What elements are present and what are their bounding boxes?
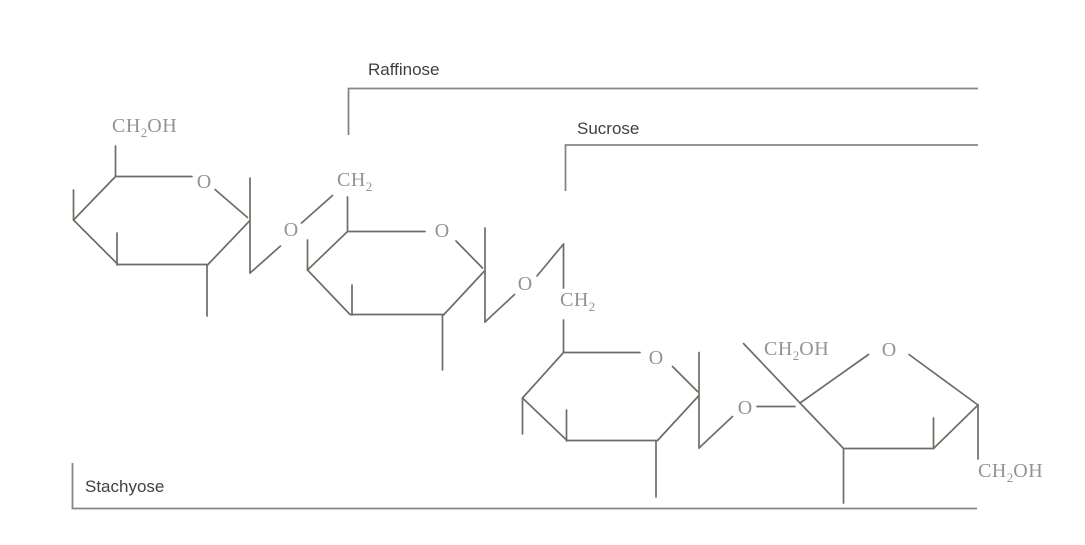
ring1-ch2oh-pre: CH	[112, 115, 141, 137]
linkage2-right-bond	[536, 243, 565, 277]
chain-ch2-label: CH2	[560, 289, 595, 313]
ring3-c3-c4-bond	[521, 397, 568, 442]
ring4-ch2oh-post: OH	[799, 338, 830, 360]
fructose-ring	[742, 342, 979, 504]
ring3-c1-c2-bond	[656, 395, 700, 442]
ring2-ch2-label: CH2	[337, 169, 372, 193]
ring1-ch2oh-label: CH2OH	[112, 115, 178, 139]
ring3-oxygen-c1-bond	[671, 365, 699, 393]
glycosidic-linkage-1	[249, 194, 334, 274]
ring2-ch2-pre: CH	[337, 169, 366, 191]
ring1-c4-c5-bond	[72, 175, 117, 221]
glycosidic-linkage-2	[484, 243, 565, 354]
ring4-c2-oxygen-bond	[799, 353, 870, 404]
raffinose-label: Raffinose	[368, 60, 440, 79]
ring4-c6-ch2oh-label: CH2OH	[978, 460, 1044, 484]
ring4-c6-ch2oh-pre: CH	[978, 460, 1007, 482]
galactose-ring-1	[72, 145, 251, 317]
ring3-c4-c5-bond	[521, 351, 565, 399]
ring4-c5-c4-bond	[932, 404, 979, 450]
sucrose-label: Sucrose	[577, 119, 640, 138]
ring1-ch2oh-post: OH	[147, 115, 178, 137]
ring2-c4-c5-bond	[306, 230, 349, 271]
glucose-ring	[521, 351, 700, 498]
linkage1-left-bond	[249, 245, 282, 274]
ring4-oxygen-label: O	[881, 339, 897, 361]
sucrose-bracket	[564, 144, 978, 191]
ring4-c2-ch2oh-bond	[742, 342, 801, 404]
linkage1-right-bond	[300, 194, 334, 224]
linkage3-left-bond	[698, 415, 734, 449]
ring1-c3-c4-bond	[72, 219, 119, 266]
glycosidic2-oxygen-label: O	[517, 273, 533, 295]
chain-ch2-sub: 2	[588, 299, 596, 314]
ring1-oxygen-c1-bond	[214, 188, 249, 219]
stachyose-label: Stachyose	[85, 477, 165, 496]
chain-ch2-pre: CH	[560, 289, 589, 311]
ring3-oxygen-label: O	[648, 347, 664, 369]
linkage2-left-bond	[484, 293, 516, 323]
galactose-ring-2	[306, 196, 486, 371]
glycosidic-linkage-3	[698, 405, 796, 449]
stachyose-bracket	[71, 463, 977, 510]
ring2-c3-c4-bond	[306, 269, 351, 316]
ring2-c1-c2-bond	[442, 270, 485, 316]
ring4-c6-ch2oh-sub: 2	[1006, 470, 1014, 485]
raffinose-bracket	[347, 87, 978, 135]
ring4-c6-ch2oh-post: OH	[1013, 460, 1044, 482]
ring4-c3-c2-bond	[799, 402, 845, 450]
ring1-oxygen-label: O	[196, 171, 212, 193]
ring2-oxygen-c1-bond	[455, 240, 484, 269]
ring2-oxygen-label: O	[434, 220, 450, 242]
stachyose-bracket-line	[71, 463, 977, 510]
sucrose-bracket-line	[564, 144, 978, 191]
ring1-c1-c2-bond	[206, 220, 251, 266]
glycosidic1-oxygen-label: O	[283, 219, 299, 241]
ring4-ch2oh-label: CH2OH	[764, 338, 830, 362]
ring4-ch2oh-pre: CH	[764, 338, 793, 360]
ring2-ch2-sub: 2	[365, 179, 373, 194]
ring4-ch2oh-sub: 2	[792, 348, 800, 363]
glycosidic3-oxygen-label: O	[737, 397, 753, 419]
ring1-ch2oh-sub: 2	[140, 125, 148, 140]
ring4-oxygen-c5-bond	[908, 353, 979, 406]
raffinose-bracket-line	[347, 87, 978, 135]
